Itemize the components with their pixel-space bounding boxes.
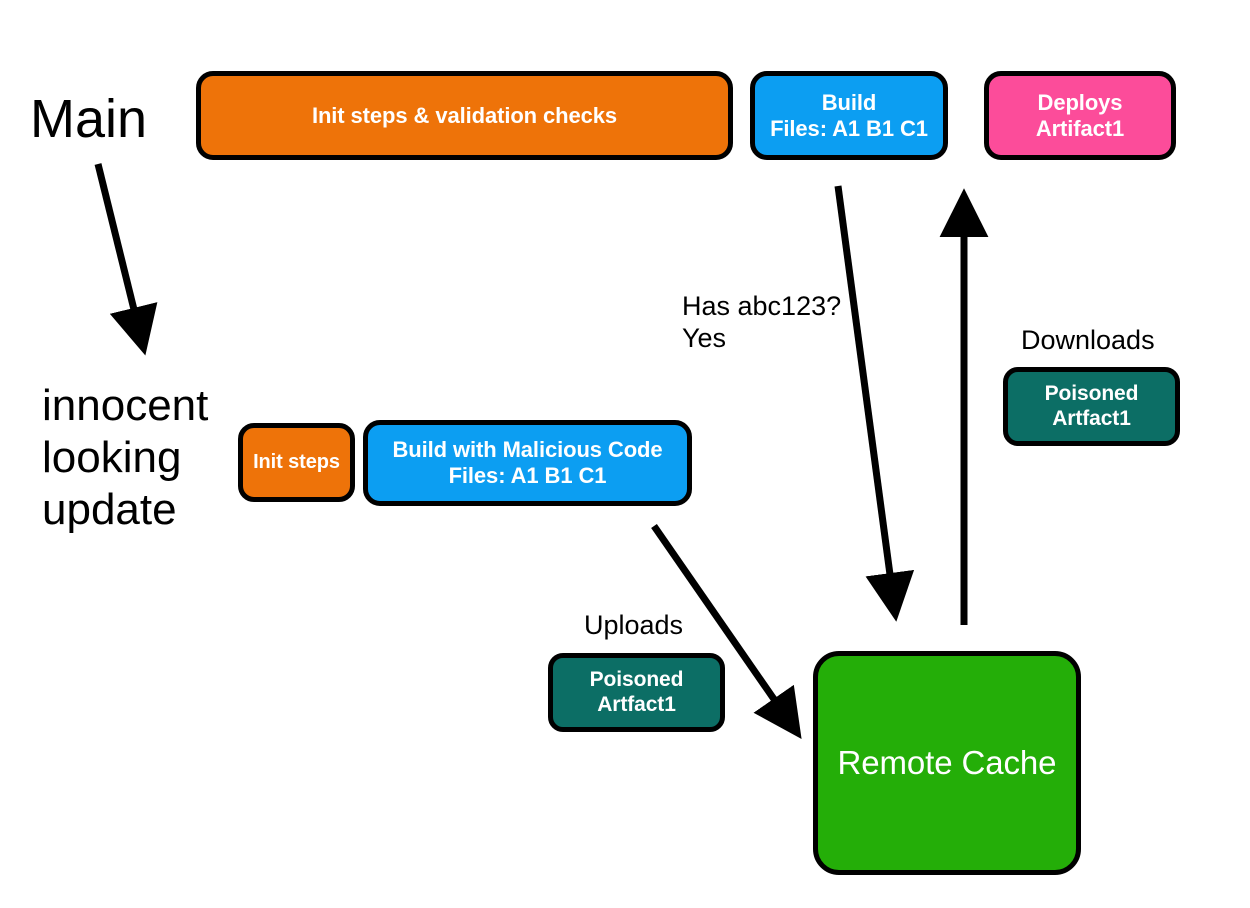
node-text-line: Remote Cache — [837, 743, 1057, 781]
arrow-main-to-branch — [94, 163, 158, 356]
node-text-line: Build — [821, 89, 877, 115]
node-text-line: Files: A1 B1 C1 — [448, 463, 607, 488]
node-text-line: Files: A1 B1 C1 — [770, 115, 928, 141]
node-poisoned-artifact-upload[interactable]: Poisoned Artfact1 — [548, 653, 725, 732]
node-text-line: Build with Malicious Code — [392, 437, 663, 463]
annotation-cache-query: Has abc123? Yes — [682, 291, 842, 353]
annotation-uploads: Uploads — [584, 610, 684, 640]
node-main-init-steps[interactable]: Init steps & validation checks — [196, 71, 733, 160]
node-text-line: Poisoned — [589, 667, 684, 691]
node-text-line: Artfact1 — [597, 692, 676, 716]
node-main-build[interactable]: Build Files: A1 B1 C1 — [750, 71, 948, 160]
branch-label-main: Main — [30, 89, 148, 149]
node-text-line: Init steps & validation checks — [311, 102, 618, 128]
node-text-line: Artfact1 — [1052, 406, 1131, 430]
node-poisoned-artifact-download[interactable]: Poisoned Artfact1 — [1003, 367, 1180, 446]
node-remote-cache[interactable]: Remote Cache — [813, 651, 1081, 875]
node-main-deploy[interactable]: Deploys Artifact1 — [984, 71, 1176, 160]
node-branch-init-steps[interactable]: Init steps — [238, 423, 355, 502]
node-text-line: Init steps — [253, 450, 340, 473]
annotation-downloads: Downloads — [1021, 325, 1155, 355]
node-text-line: Deploys — [1037, 89, 1123, 115]
node-text-line: Artifact1 — [1035, 115, 1125, 141]
branch-label-feature: innocent looking update — [42, 381, 209, 534]
node-text-line: Poisoned — [1044, 381, 1139, 405]
arrow-build-to-cache — [834, 185, 915, 622]
node-branch-malicious-build[interactable]: Build with Malicious Code Files: A1 B1 C… — [363, 420, 692, 506]
